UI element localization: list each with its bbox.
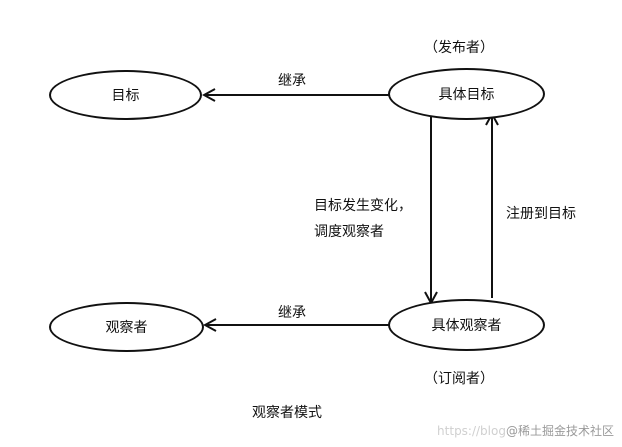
diagram-caption: 观察者模式 — [252, 405, 322, 421]
watermark-text: @稀土掘金技术社区 — [505, 424, 614, 438]
register-label: 注册到目标 — [506, 206, 576, 222]
node-concrete-observer: 具体观察者 — [388, 299, 545, 351]
node-concrete-target: 具体目标 — [388, 68, 545, 120]
inherit-bottom-label: 继承 — [278, 305, 306, 321]
watermark: https://blog@稀土掘金技术社区 — [437, 422, 614, 439]
node-target: 目标 — [49, 70, 202, 120]
publisher-role-label: （发布者） — [424, 40, 494, 56]
node-observer: 观察者 — [49, 302, 204, 352]
notify-label-line2: 调度观察者 — [314, 224, 384, 240]
watermark-url: https://blog — [437, 424, 506, 438]
notify-label-line1: 目标发生变化， — [314, 198, 412, 214]
inherit-top-label: 继承 — [278, 73, 306, 89]
subscriber-role-label: （订阅者） — [424, 371, 494, 387]
